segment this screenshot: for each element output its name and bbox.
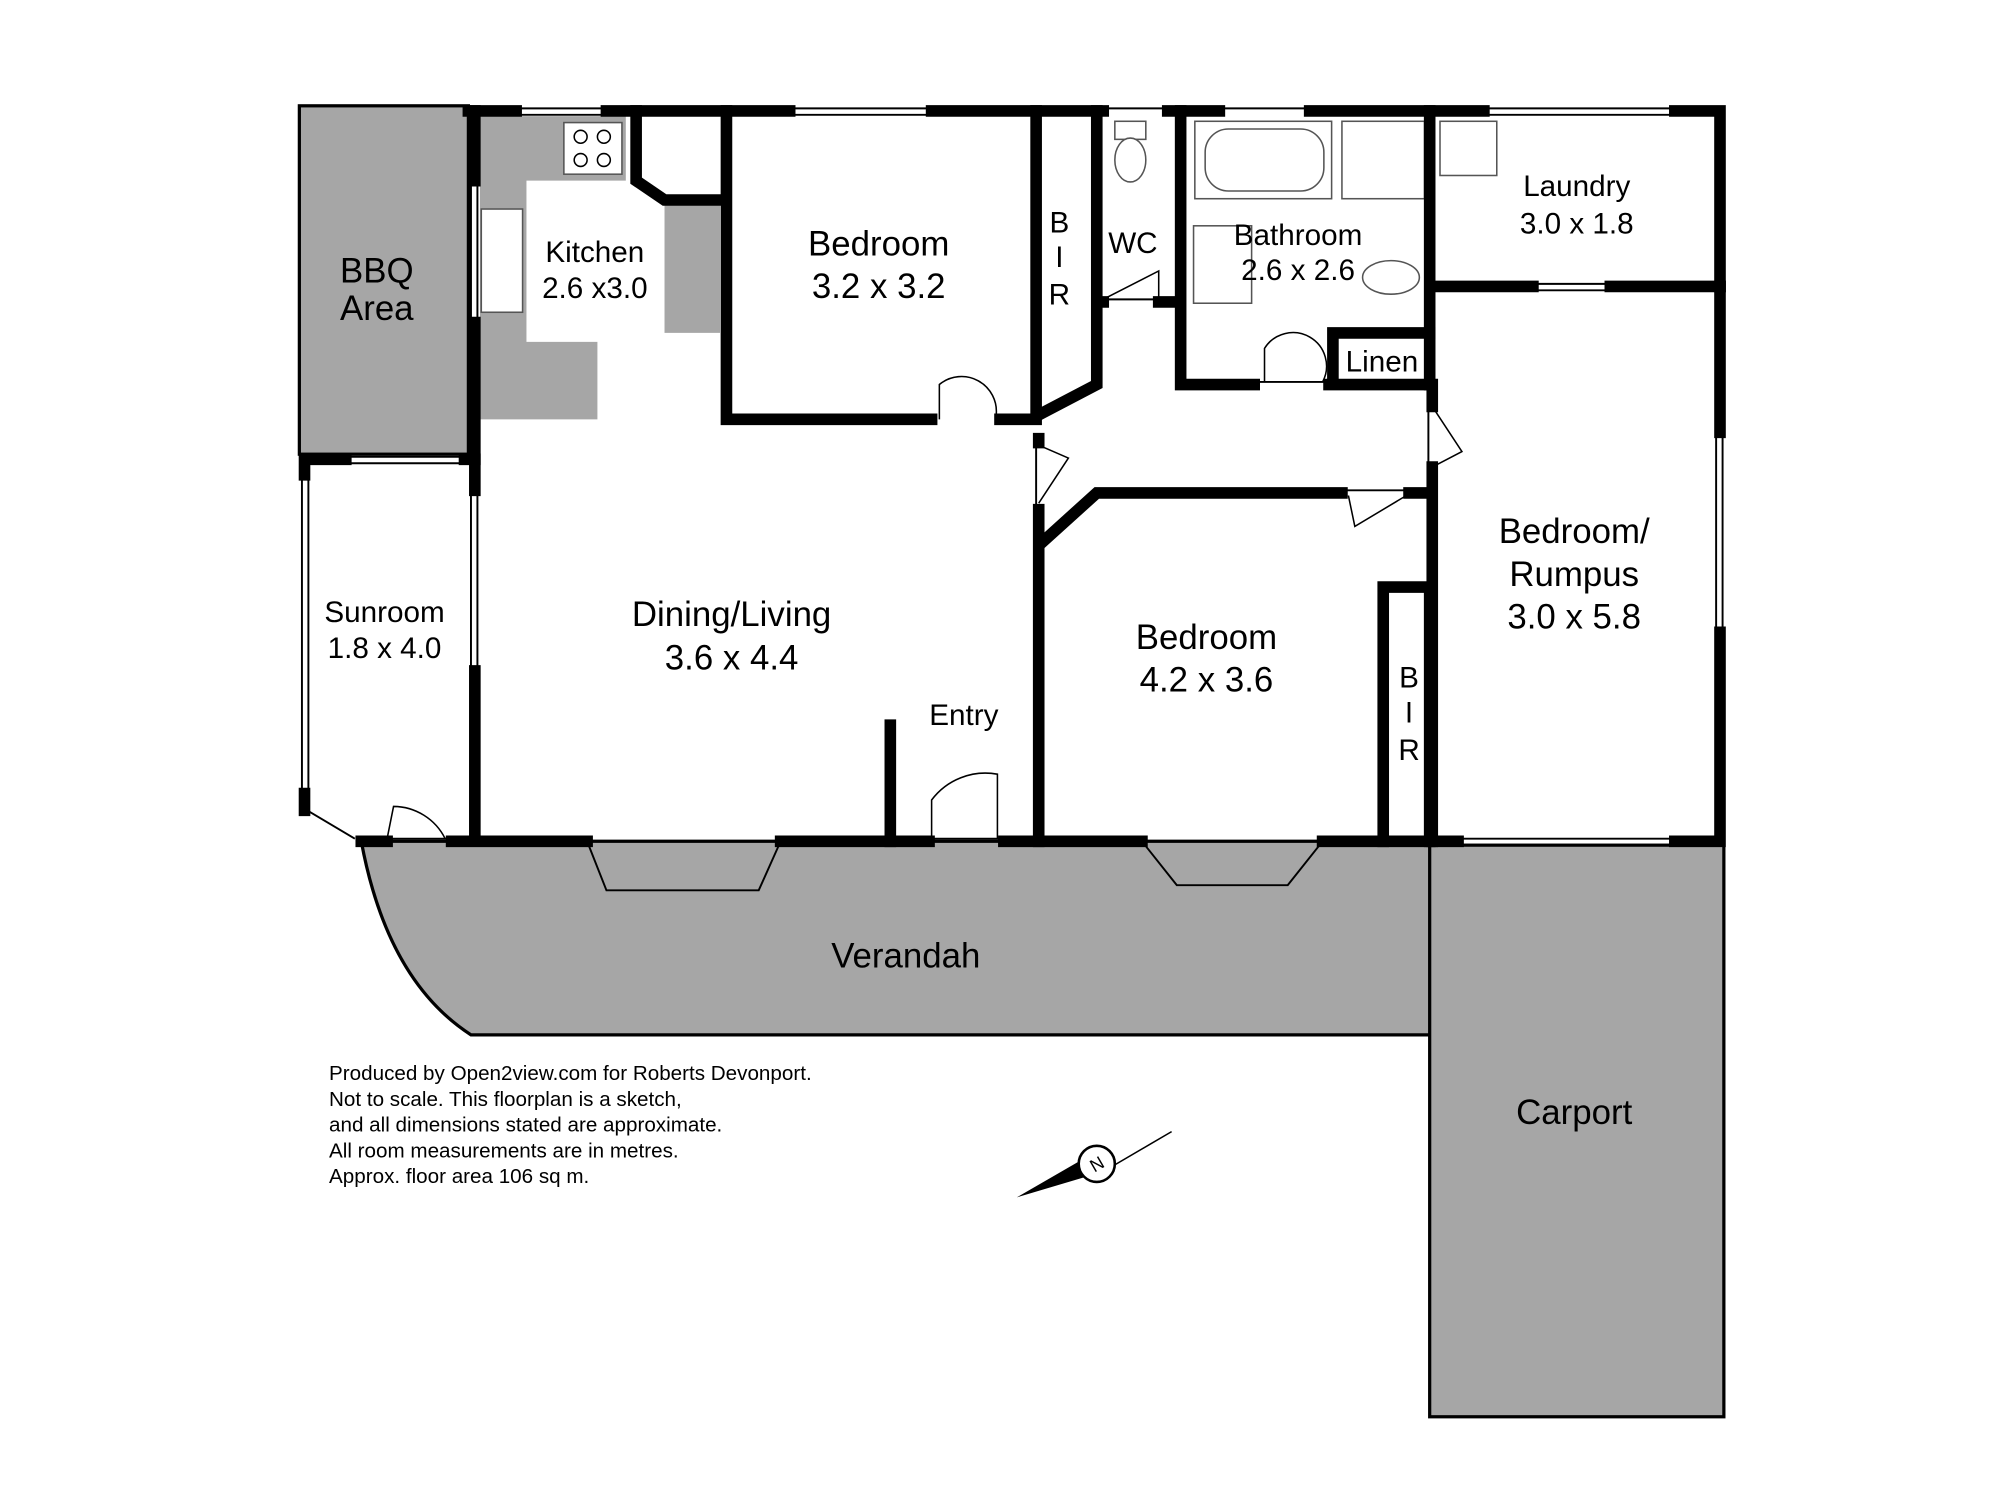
note-line: Produced by Open2view.com for Roberts De… bbox=[329, 1062, 812, 1085]
bir2-label: B bbox=[1399, 662, 1419, 695]
carport-area bbox=[1428, 843, 1726, 1419]
kitchen-label: Kitchen bbox=[545, 236, 644, 269]
bedroom2-dims: 4.2 x 3.6 bbox=[1140, 661, 1274, 700]
bir1-label: I bbox=[1055, 241, 1063, 274]
basin-icon bbox=[1192, 225, 1253, 304]
rumpus-label: Bedroom/ bbox=[1499, 512, 1650, 551]
note-line: All room measurements are in metres. bbox=[329, 1139, 679, 1162]
kitchen-counter bbox=[480, 116, 626, 420]
bir2-label: R bbox=[1398, 734, 1419, 767]
kitchen-counter-right bbox=[664, 200, 720, 333]
toilet2-icon bbox=[1361, 259, 1421, 295]
rumpus-label-2: Rumpus bbox=[1509, 555, 1639, 594]
dining-dims: 3.6 x 4.4 bbox=[665, 639, 799, 678]
sink-icon bbox=[480, 208, 524, 314]
verandah-label: Verandah bbox=[831, 937, 980, 976]
walls bbox=[298, 105, 1726, 892]
note-line: and all dimensions stated are approximat… bbox=[329, 1114, 722, 1137]
wc-label: WC bbox=[1108, 227, 1157, 260]
entry-label: Entry bbox=[929, 699, 998, 732]
toilet-icon bbox=[1114, 120, 1147, 141]
sunroom-label: Sunroom bbox=[324, 596, 444, 629]
linen-label: Linen bbox=[1346, 346, 1419, 379]
laundry-label: Laundry bbox=[1523, 170, 1630, 203]
shower-icon bbox=[1341, 120, 1426, 200]
dining-label: Dining/Living bbox=[632, 595, 831, 634]
door-swing bbox=[386, 269, 1464, 840]
bbq-area bbox=[297, 104, 470, 456]
kitchen-dims: 2.6 x3.0 bbox=[542, 272, 648, 305]
bathroom-dims: 2.6 x 2.6 bbox=[1241, 254, 1355, 287]
bedroom1-dims: 3.2 x 3.2 bbox=[812, 267, 946, 306]
laundry-tub-icon bbox=[1439, 120, 1498, 177]
bedroom1-label: Bedroom bbox=[808, 224, 949, 263]
bir1-label: B bbox=[1049, 206, 1069, 239]
bedroom2-label: Bedroom bbox=[1136, 618, 1277, 657]
note-line: Approx. floor area 106 sq m. bbox=[329, 1165, 589, 1188]
bbq-label: BBQ bbox=[340, 252, 414, 291]
cooktop-icon bbox=[563, 121, 623, 175]
note-line: Not to scale. This floorplan is a sketch… bbox=[329, 1088, 682, 1111]
bir2-label: I bbox=[1405, 697, 1413, 730]
bir1-label: R bbox=[1049, 279, 1070, 312]
bathroom-label: Bathroom bbox=[1234, 219, 1363, 252]
sunroom-dims: 1.8 x 4.0 bbox=[328, 632, 442, 665]
compass-icon: N bbox=[1016, 1130, 1173, 1198]
bbq-label-2: Area bbox=[340, 289, 414, 328]
carport-label: Carport bbox=[1516, 1093, 1632, 1132]
laundry-dims: 3.0 x 1.8 bbox=[1520, 208, 1634, 241]
rumpus-dims: 3.0 x 5.8 bbox=[1507, 597, 1641, 636]
